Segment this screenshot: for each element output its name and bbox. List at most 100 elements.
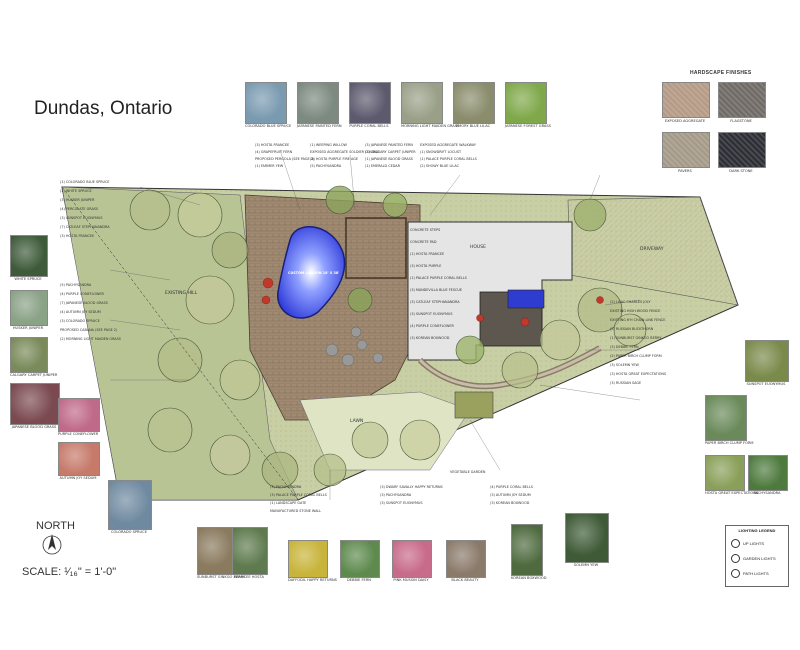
plant-callout: (2) PAPER BIRCH CLUMP FORM: [610, 354, 662, 358]
plant-caption: PURPLE CONEFLOWER: [58, 432, 99, 436]
plant-caption: KOREAN BOXWOOD: [511, 576, 547, 580]
house-label: HOUSE: [470, 245, 486, 250]
hardscape-title: HARDSCAPE FINISHES: [690, 70, 752, 76]
plant-callout: (1) SNOWDRIFT LOCUST: [420, 150, 462, 154]
plant-callout: (1) FARMER YEW: [255, 164, 284, 168]
plant-photo: [58, 398, 100, 432]
plant-callout: (3) HOSTA FRANCEE: [255, 143, 290, 147]
plant-callout: (1) PALACE PURPLE CORAL BELLS: [420, 157, 477, 161]
plant-callout: (1) JAPANESE BLOOD GRASS: [365, 157, 413, 161]
plant-callout: (5) PACHYSANDRA: [310, 164, 342, 168]
lighting-legend: LIGHTING LEGEND UP LIGHTS GARDEN LIGHTS …: [725, 525, 789, 587]
red-shrubs: [261, 277, 604, 327]
plant-callout: (3) KOREAN BOXWOOD: [410, 336, 450, 340]
plant-callout: (3) SUNSPOT EUONYMUS: [380, 501, 423, 505]
plant-photo: [565, 513, 609, 563]
plant-photo: [446, 540, 486, 578]
path-light-icon: [731, 569, 740, 578]
plant-callout: (2) SHOWY BLUE LILAC: [420, 164, 459, 168]
plant-callout: (1) LANDSCAPE GATE: [270, 501, 307, 505]
hill-label: EXISTING HILL: [165, 291, 198, 296]
plant-caption: COLORADO BLUE SPRUCE: [245, 124, 292, 128]
plant-callout: (3) PACHYSANDRA: [270, 485, 302, 489]
plant-callout: (1) EMERALD CEDAR: [365, 164, 400, 168]
plant-caption: SUNSPOT EUONYMUS: [746, 382, 786, 386]
plant-photo: [340, 540, 380, 578]
plant-canopies: [129, 185, 647, 489]
plant-callout: (4) PURPLE CONEFLOWER: [410, 324, 454, 328]
hardscape-swatch: [718, 82, 766, 118]
plant-callout: (1) PALACE PURPLE CORAL BELLS: [410, 276, 467, 280]
plant-callout: (3) HOSTA PURPLE: [410, 264, 442, 268]
plant-photo: [297, 82, 339, 124]
vegetable-label: VEGETABLE GARDEN: [450, 470, 486, 474]
plant-callout: (5) RUSSIAN BUCKTHORN: [610, 327, 654, 331]
hardscape-swatch: [718, 132, 766, 168]
plant-photo: [10, 290, 48, 326]
legend-item-path-lights: PATH LIGHTS: [731, 569, 788, 578]
plant-callout: (5) PACHYSANDRA: [60, 283, 92, 287]
page-title: Dundas, Ontario: [34, 98, 173, 119]
plant-photo: [392, 540, 432, 578]
plant-caption: MORNING LIGHT MAIDEN GRASS: [401, 124, 460, 128]
plant-caption: AUTUMN JOY SEDUM: [59, 476, 97, 480]
plant-caption: BLACK BEAUTY: [451, 578, 479, 582]
plant-callout: (4) AUTUMN JOY SEDUM: [60, 310, 101, 314]
plant-callout: (3) DEBBIE FERN: [610, 345, 639, 349]
garden-light-icon: [731, 554, 740, 563]
plant-callout: PROPOSED PERGOLA (SEE PAGE 2): [255, 157, 315, 161]
hardscape-swatch: [662, 82, 710, 118]
plant-caption: COLORADO SPRUCE: [111, 530, 147, 534]
plant-caption: HOSTA GREAT EXPECTATIONS: [705, 491, 759, 495]
plant-callout: (3) HUSKER JUNIPER: [60, 198, 95, 202]
hardscape-caption: FLAGSTONE: [730, 119, 752, 123]
plant-photo: [232, 527, 268, 575]
plant-caption: EMORY BLUE LILAC: [455, 124, 491, 128]
stepping-stones: [325, 326, 384, 367]
plant-callout: (3) HOSTA FRANCEE: [60, 234, 95, 238]
plant-callout: (2) LILAC CHARLES JOLY: [610, 300, 651, 304]
plant-callout: (3) SOLEMN YEW: [610, 363, 639, 367]
plant-caption: DAFFODIL HAPPY RETURNS: [288, 578, 337, 582]
plant-callout: (4) PURPLE CONEFLOWER: [60, 292, 104, 296]
plant-photo: [511, 524, 543, 576]
plant-caption: JAPANESE FOREST GRASS: [505, 124, 551, 128]
plant-callout: (3) AUTUMN JOY SEDUM: [490, 493, 531, 497]
vegetable-garden: [454, 391, 494, 419]
plant-callout: (4) GRAPEFRUIT FERN: [255, 150, 293, 154]
plant-callout: PROPOSED CABANA (SEE PAGE 2): [60, 328, 118, 332]
plant-callout: (7) JAPANESE BLOOD GRASS: [60, 301, 108, 305]
plant-photo: [58, 442, 100, 476]
plant-callout: (3) PACHYSANDRA: [380, 493, 412, 497]
pergola: [345, 217, 407, 279]
plant-photo: [705, 395, 747, 441]
leader-lines: [109, 149, 641, 500]
plant-callout: (3) CALGARY CARPET JUNIPER: [365, 150, 416, 154]
plant-callout: (4) HOSTA PURPLE FIRE AGE: [310, 157, 359, 161]
lawn-label: LAWN: [350, 419, 364, 424]
plant-callout: (1) WEEPING WILLOW: [310, 143, 347, 147]
plant-caption: PACHYSANDRA: [753, 491, 781, 495]
plant-callout: EXISTING HIGH WOOD FENCE: [610, 309, 661, 313]
legend-item-garden-lights: GARDEN LIGHTS: [731, 554, 788, 563]
plant-callout: (3) MANDEVILLA BLUE FESCUE: [410, 288, 462, 292]
plant-callout: (3) DWARF SAVALLY HAPPY RETURNS: [380, 485, 443, 489]
plant-callout: (3) PALACE PURPLE CORAL BELLS: [270, 493, 327, 497]
plant-photo: [748, 455, 788, 491]
hardscape-caption: PAVERS: [678, 169, 692, 173]
plant-callout: (3) COLORADO SPRUCE: [60, 319, 100, 323]
plant-caption: WHITE SPRUCE: [14, 277, 42, 281]
plant-photo: [453, 82, 495, 124]
plant-callout: (3) JAPANESE PAINTED FERN: [365, 143, 413, 147]
north-label: NORTH: [36, 520, 75, 532]
plant-caption: HUSKER JUNIPER: [12, 326, 44, 330]
property-line: [61, 186, 299, 501]
plant-photo: [401, 82, 443, 124]
up-light-icon: [731, 539, 740, 548]
plant-callout: (3) SUNSPOT EUONYMUS: [60, 216, 103, 220]
plant-callout: (1) COLORADO BLUE SPRUCE: [60, 180, 110, 184]
legend-title: LIGHTING LEGEND: [738, 528, 776, 533]
plant-caption: FRANCEE HOSTA: [234, 575, 264, 579]
plant-callout: CONCRETE STEPS: [410, 228, 441, 232]
